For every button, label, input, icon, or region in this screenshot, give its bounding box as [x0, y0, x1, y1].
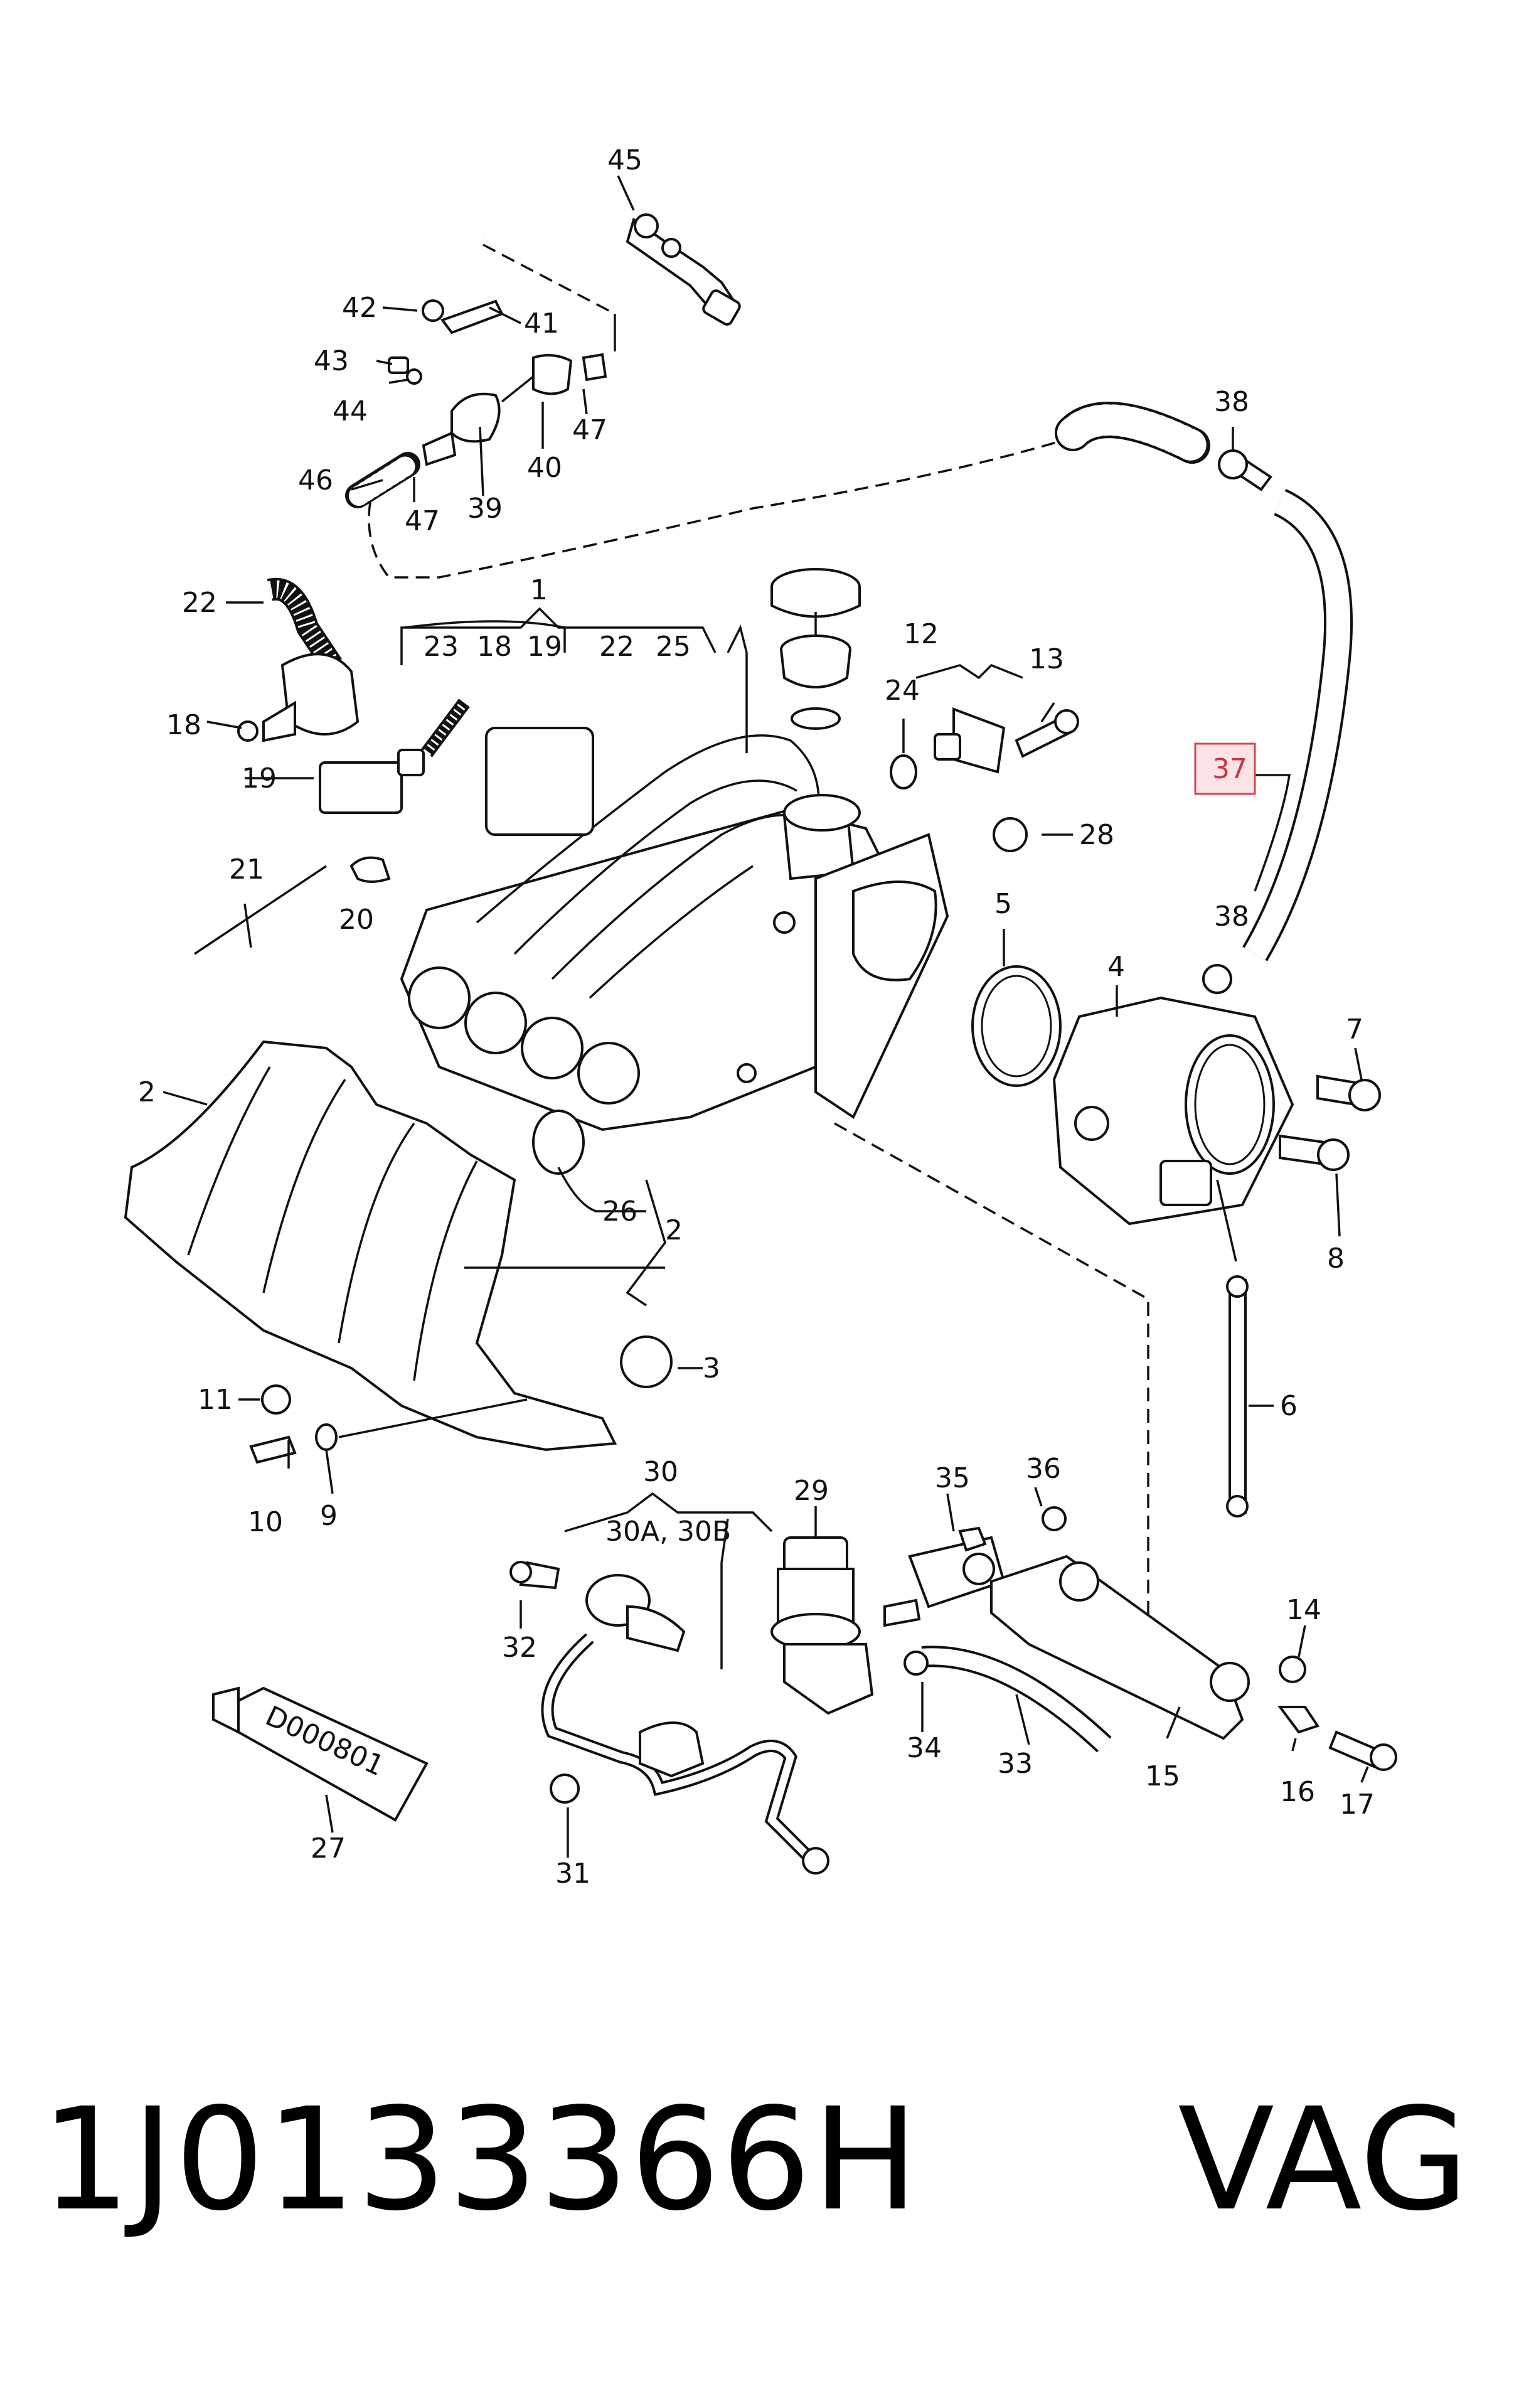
- upper-intake-manifold: [400, 727, 1028, 1132]
- sealant-tube-27: D000801: [212, 1686, 429, 1822]
- label-45: 45: [607, 144, 642, 176]
- filler-cap-25: [770, 568, 861, 730]
- label-12: 12: [903, 618, 939, 650]
- label-13: 13: [1029, 643, 1064, 675]
- label-5: 5: [994, 888, 1012, 920]
- label-40: 40: [527, 452, 562, 484]
- label-11: 11: [198, 1384, 233, 1416]
- label-42: 42: [342, 292, 377, 324]
- label-44: 44: [333, 395, 368, 427]
- vacuum-hose-assembly: [345, 177, 1067, 579]
- label-8: 8: [1327, 1243, 1345, 1275]
- hose-37: [1055, 402, 1353, 994]
- label-41: 41: [524, 308, 559, 340]
- label-28: 28: [1079, 819, 1114, 851]
- throttle-body: [971, 965, 1381, 1517]
- label-18b: 18: [166, 709, 201, 741]
- label-20: 20: [339, 904, 374, 936]
- label-6: 6: [1280, 1390, 1298, 1422]
- label-4: 4: [1107, 951, 1125, 983]
- label-29: 29: [794, 1475, 829, 1507]
- label-2a: 2: [138, 1076, 156, 1108]
- label-32: 32: [502, 1632, 537, 1664]
- label-47b: 47: [405, 505, 440, 537]
- bracket-15: [958, 1506, 1397, 1771]
- label-37-highlight: [1194, 742, 1256, 795]
- label-27: 27: [311, 1833, 346, 1865]
- label-36: 36: [1026, 1453, 1061, 1485]
- label-7: 7: [1346, 1014, 1363, 1046]
- label-18a: 18: [477, 631, 512, 663]
- label-24: 24: [885, 675, 920, 707]
- label-23: 23: [424, 631, 459, 663]
- label-1: 1: [530, 574, 548, 606]
- label-14: 14: [1286, 1594, 1321, 1626]
- label-26: 26: [602, 1196, 637, 1228]
- label-30: 30: [643, 1456, 678, 1488]
- leader-lines: [163, 175, 1369, 1858]
- label-16: 16: [1280, 1776, 1315, 1808]
- label-19a: 19: [527, 631, 562, 663]
- label-17: 17: [1340, 1789, 1375, 1821]
- label-15: 15: [1145, 1760, 1180, 1792]
- label-30ab: 30A, 30B: [605, 1516, 731, 1548]
- label-22a: 22: [182, 587, 217, 619]
- callout-labels: 45 42 41 43 44 47 40 46 47 39 38 1 22 23…: [138, 144, 1375, 1890]
- label-34: 34: [907, 1732, 942, 1764]
- part-number: 1J0133366H: [41, 2078, 920, 2242]
- egr-valve-assembly: [509, 1536, 1006, 1875]
- label-37: 37: [1212, 753, 1247, 785]
- label-35: 35: [935, 1462, 970, 1494]
- hose-33: [903, 1645, 1112, 1753]
- label-22b: 22: [599, 631, 634, 663]
- pressure-sensor-group: [194, 577, 470, 955]
- label-2b: 2: [665, 1214, 683, 1246]
- label-3: 3: [703, 1352, 720, 1384]
- sensor-12-bolt-13: [890, 707, 1079, 789]
- label-9: 9: [320, 1500, 338, 1532]
- lower-intake-manifold: [124, 1040, 673, 1464]
- brand-name: VAG: [1178, 2078, 1469, 2242]
- label-31: 31: [555, 1858, 590, 1890]
- label-33: 33: [998, 1748, 1033, 1780]
- label-38a: 38: [1214, 386, 1249, 418]
- label-25: 25: [656, 631, 691, 663]
- label-46: 46: [298, 464, 333, 496]
- label-39: 39: [467, 493, 503, 525]
- label-10: 10: [248, 1506, 283, 1538]
- label-19b: 19: [242, 763, 277, 795]
- label-21: 21: [229, 854, 264, 886]
- label-43: 43: [314, 345, 349, 377]
- label-47a: 47: [572, 414, 607, 446]
- label-38b: 38: [1214, 901, 1249, 933]
